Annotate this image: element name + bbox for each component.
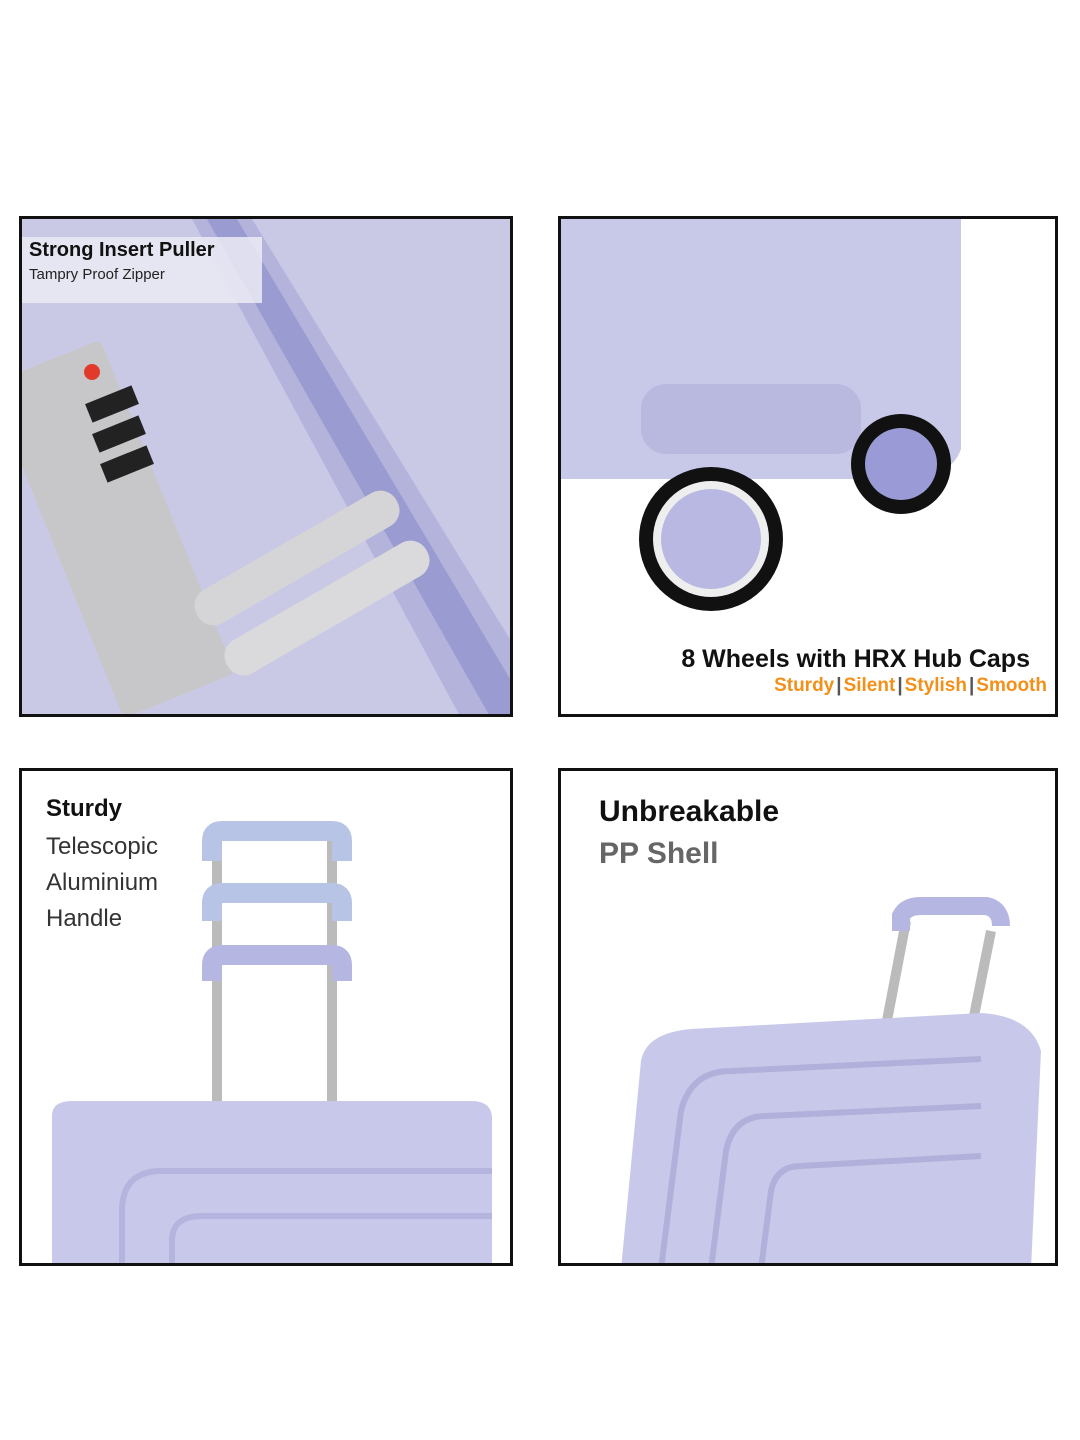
zipper-lock-image: [22, 219, 510, 714]
separator: |: [836, 675, 842, 696]
handle-panel: Sturdy Telescopic Aluminium Handle: [19, 768, 513, 1266]
wheels-image: [561, 219, 961, 611]
feature-title: 8 Wheels with HRX Hub Caps: [681, 645, 1030, 673]
separator: |: [968, 675, 975, 696]
tag: Stylish: [904, 675, 967, 696]
description-line: Aluminium: [46, 869, 159, 896]
tag: Silent: [843, 675, 896, 696]
zipper-lock-panel: Strong Insert Puller Tampry Proof Zipper: [19, 216, 513, 717]
feature-subtitle: Tampry Proof Zipper: [29, 266, 165, 283]
description-line: Handle: [46, 905, 123, 932]
feature-description: Telescopic Aluminium Handle: [46, 829, 158, 937]
feature-subtitle: PP Shell: [599, 837, 719, 870]
description-line: Telescopic: [46, 833, 159, 860]
feature-title: Strong Insert Puller: [29, 239, 215, 261]
caption-background: [22, 237, 262, 303]
tag: Smooth: [976, 675, 1047, 696]
tag: Sturdy: [774, 675, 835, 696]
shell-image: [621, 897, 1041, 1263]
feature-tags: Sturdy|Silent|Stylish|Smooth: [774, 675, 1047, 697]
wheels-panel: 8 Wheels with HRX Hub Caps Sturdy|Silent…: [558, 216, 1058, 717]
handle-image: [52, 821, 492, 1263]
shell-panel: Unbreakable PP Shell: [558, 768, 1058, 1266]
feature-title: Sturdy: [46, 795, 123, 822]
feature-title: Unbreakable: [599, 795, 780, 828]
separator: |: [897, 675, 903, 696]
